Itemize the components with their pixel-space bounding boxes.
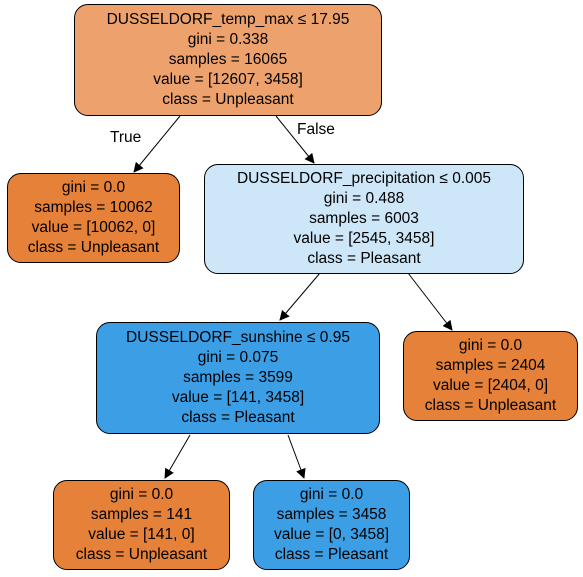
node-value: value = [0, 3458]	[273, 526, 390, 543]
node-samples: samples = 2404	[435, 357, 546, 374]
node-samples: samples = 10062	[34, 199, 153, 216]
node-value: value = [141, 0]	[88, 526, 195, 543]
node-class: class = Unpleasant	[162, 91, 294, 108]
node-class: class = Unpleasant	[424, 397, 557, 414]
node-gini: gini = 0.0	[61, 179, 126, 196]
node-sunshine-left-leaf: gini = 0.0 samples = 141 value = [141, 0…	[53, 480, 230, 570]
node-samples: samples = 141	[90, 506, 193, 523]
node-root: DUSSELDORF_temp_max ≤ 17.95 gini = 0.338…	[74, 4, 382, 116]
node-value: value = [10062, 0]	[31, 219, 156, 236]
node-split: DUSSELDORF_sunshine ≤ 0.95	[126, 329, 350, 346]
node-class: class = Pleasant	[274, 546, 389, 563]
node-precipitation: DUSSELDORF_precipitation ≤ 0.005 gini = …	[204, 164, 524, 274]
edge-root-to-precip	[275, 115, 315, 164]
node-value: value = [12607, 3458]	[153, 71, 303, 88]
node-gini: gini = 0.0	[109, 486, 174, 503]
edge-precip-to-right-leaf	[407, 272, 453, 331]
node-split: DUSSELDORF_precipitation ≤ 0.005	[236, 170, 492, 187]
node-samples: samples = 16065	[168, 51, 288, 68]
node-samples: samples = 3599	[183, 369, 293, 386]
node-sunshine-right-leaf: gini = 0.0 samples = 3458 value = [0, 34…	[253, 480, 410, 570]
node-class: class = Unpleasant	[27, 239, 160, 256]
node-samples: samples = 3458	[276, 506, 387, 523]
node-class: class = Pleasant	[181, 409, 295, 426]
node-gini: gini = 0.075	[197, 349, 279, 366]
node-gini: gini = 0.0	[458, 337, 523, 354]
edge-sunshine-to-right-leaf	[287, 434, 306, 479]
node-gini: gini = 0.338	[187, 31, 269, 48]
node-left-leaf: gini = 0.0 samples = 10062 value = [1006…	[7, 173, 180, 263]
node-value: value = [141, 3458]	[171, 389, 305, 406]
node-sunshine: DUSSELDORF_sunshine ≤ 0.95 gini = 0.075 …	[96, 322, 380, 434]
node-value: value = [2404, 0]	[432, 377, 549, 394]
node-value: value = [2545, 3458]	[293, 230, 435, 247]
edge-label-false: False	[297, 121, 335, 138]
edge-precip-to-sunshine	[279, 272, 321, 321]
edge-sunshine-to-left-leaf	[164, 434, 191, 479]
node-class: class = Unpleasant	[75, 546, 208, 563]
node-split: DUSSELDORF_temp_max ≤ 17.95	[106, 11, 350, 28]
node-right-leaf: gini = 0.0 samples = 2404 value = [2404,…	[403, 331, 578, 421]
edge-root-to-left	[133, 115, 181, 173]
node-gini: gini = 0.488	[323, 190, 405, 207]
edge-label-true: True	[110, 129, 142, 146]
node-samples: samples = 6003	[309, 210, 419, 227]
node-class: class = Pleasant	[307, 250, 421, 267]
node-gini: gini = 0.0	[299, 486, 364, 503]
